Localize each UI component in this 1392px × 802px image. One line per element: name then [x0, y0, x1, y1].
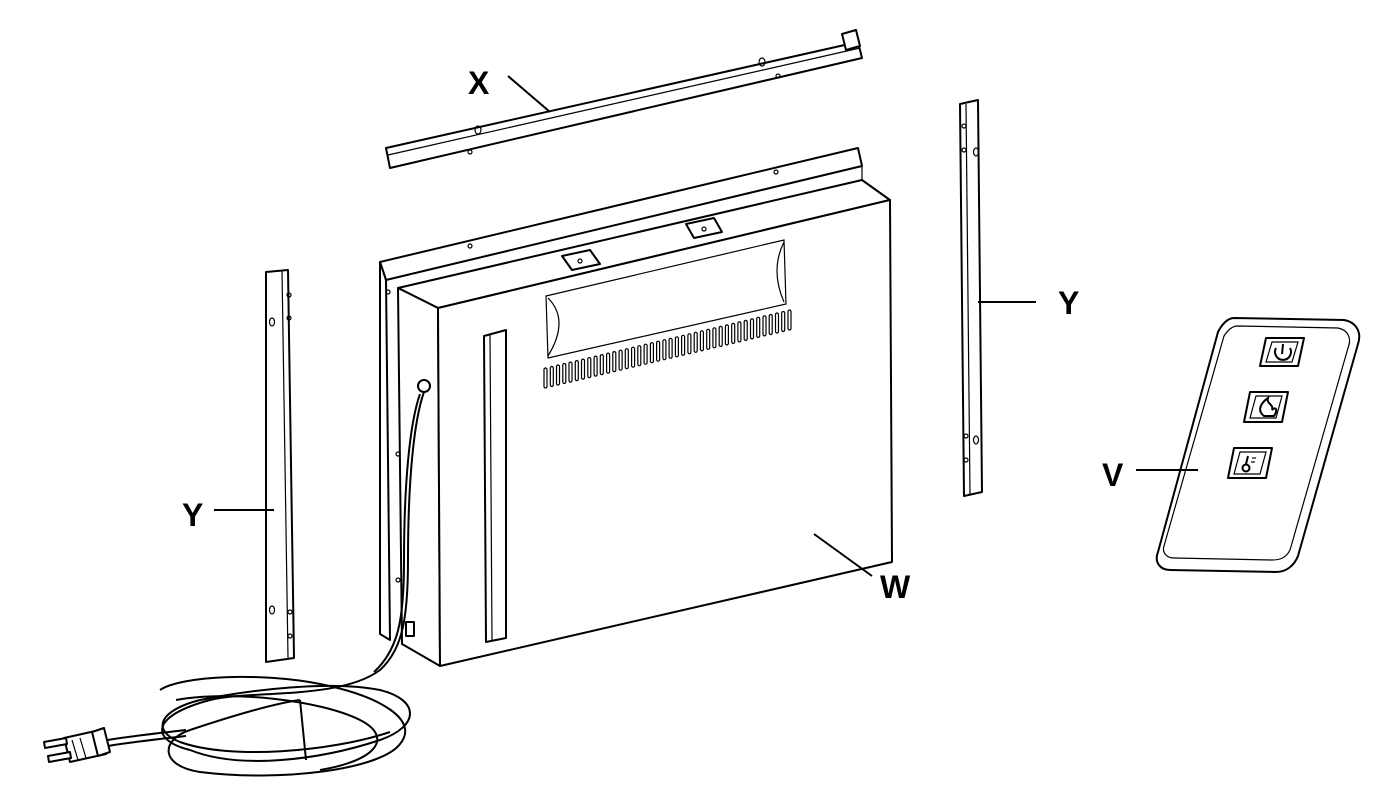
vent-slot: [762, 315, 767, 337]
vent-slot: [655, 340, 661, 362]
vent-slot: [630, 346, 636, 368]
vent-slot: [768, 313, 773, 336]
vent-slot: [549, 365, 554, 388]
vent-slot: [731, 322, 736, 344]
vent-slot: [687, 333, 692, 355]
power-cord: [107, 391, 425, 777]
vent-slot: [787, 309, 792, 331]
vent-slot: [568, 361, 573, 383]
vent-slot: [555, 364, 561, 386]
leader-line-w: [813, 533, 873, 577]
fireplace-insert-w: [379, 147, 893, 667]
plug: [43, 727, 111, 763]
label-y-right: Y: [1058, 285, 1079, 321]
vent-slot: [574, 360, 579, 382]
label-v: V: [1102, 457, 1124, 493]
power-icon: [1274, 343, 1292, 361]
side-bracket-y-right: [959, 99, 983, 497]
vent-slot: [724, 324, 730, 346]
vent-slot: [756, 316, 761, 338]
vent-slot: [737, 321, 742, 343]
vent-slot: [680, 334, 686, 356]
vent-slot: [781, 310, 786, 333]
label-x: X: [468, 65, 490, 101]
leader-line-x: [507, 75, 551, 113]
power-button[interactable]: [1259, 337, 1305, 367]
flame-icon: [1259, 395, 1278, 417]
vent-slots: [543, 309, 792, 389]
vent-slot: [712, 327, 717, 349]
vent-slot: [743, 319, 748, 341]
vent-slot: [637, 345, 642, 367]
vent-slot: [668, 337, 673, 359]
vent-slot: [662, 339, 667, 361]
vent-slot: [649, 342, 655, 364]
thermometer-icon: [1241, 455, 1256, 473]
flame-button[interactable]: [1243, 391, 1289, 423]
label-w: W: [880, 569, 911, 605]
vent-slot: [618, 349, 623, 371]
vent-slot: [599, 354, 604, 376]
side-bracket-y-left: [265, 269, 295, 663]
vent-slot: [605, 352, 611, 374]
vent-slot: [699, 330, 705, 352]
vent-slot: [612, 351, 617, 373]
top-bracket-x: [385, 29, 863, 169]
vent-slot: [774, 312, 780, 334]
vent-slot: [693, 331, 698, 353]
vent-slot: [706, 328, 711, 350]
temperature-button[interactable]: [1227, 447, 1273, 479]
remote-control-v: [1155, 317, 1361, 573]
vent-slot: [587, 357, 592, 379]
vent-slot: [543, 367, 548, 389]
vent-slot: [674, 336, 680, 358]
vent-slot: [562, 362, 567, 385]
vent-slot: [718, 325, 723, 347]
vent-slot: [749, 318, 755, 340]
vent-slot: [624, 348, 629, 370]
vent-slot: [643, 343, 648, 365]
vent-slot: [580, 358, 586, 380]
vent-slot: [593, 355, 598, 377]
label-y-left: Y: [182, 497, 203, 533]
